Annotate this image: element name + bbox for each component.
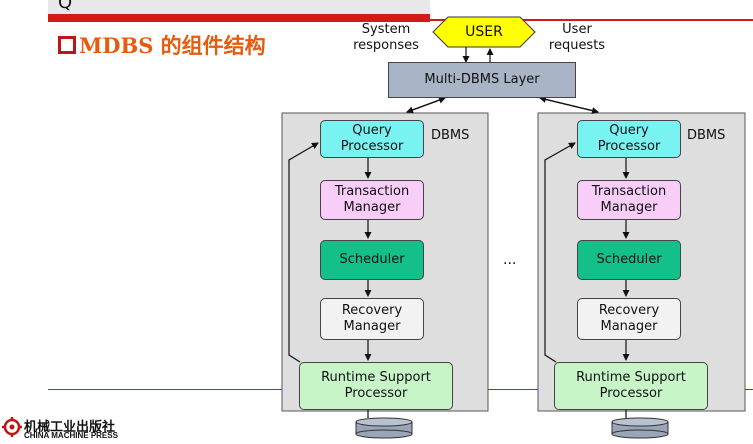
recovery-manager-label: Recovery Manager: [341, 303, 403, 334]
recovery-manager-label: Recovery Manager: [598, 303, 660, 334]
multi-dbms-layer-label: Multi-DBMS Layer: [424, 72, 540, 87]
scheduler-label: Scheduler: [596, 252, 662, 267]
multi-dbms-layer: Multi-DBMS Layer: [388, 62, 576, 98]
scheduler-label: Scheduler: [339, 252, 405, 267]
transaction-manager-label: Transaction Manager: [591, 184, 667, 215]
user-node: USER: [465, 24, 503, 40]
query-processor-label: Query Processor: [340, 123, 404, 154]
slide-title: MDBS 的组件结构: [58, 30, 266, 60]
runtime-support-processor: Runtime Support Processor: [299, 362, 453, 410]
query-processor: Query Processor: [320, 120, 424, 158]
publisher-logo: 机械工业出版社 CHINA MACHINE PRESS: [2, 417, 132, 444]
system-responses-label: System responses: [353, 22, 419, 53]
publisher-name-en: CHINA MACHINE PRESS: [24, 431, 118, 440]
recovery-manager: Recovery Manager: [320, 298, 424, 340]
scheduler: Scheduler: [577, 240, 681, 280]
transaction-manager: Transaction Manager: [577, 180, 681, 220]
dbms-label: DBMS: [431, 128, 470, 143]
user-requests-label: User requests: [548, 22, 606, 53]
runtime-support-processor: Runtime Support Processor: [554, 362, 708, 410]
database-cylinder-icon-right: [611, 417, 669, 439]
transaction-manager: Transaction Manager: [320, 180, 424, 220]
header-red-line: [430, 19, 753, 21]
transaction-manager-label: Transaction Manager: [334, 184, 410, 215]
corner-glyph: Q: [58, 0, 73, 13]
query-processor-label: Query Processor: [597, 123, 661, 154]
dbms-label: DBMS: [687, 128, 726, 143]
query-processor: Query Processor: [577, 120, 681, 158]
header-bar: [48, 0, 430, 14]
scheduler: Scheduler: [320, 240, 424, 280]
runtime-support-label: Runtime Support Processor: [321, 370, 431, 401]
more-dbms-ellipsis: ...: [503, 252, 517, 268]
square-bullet-icon: [58, 36, 76, 54]
recovery-manager: Recovery Manager: [577, 298, 681, 340]
slide-title-text: MDBS 的组件结构: [79, 33, 266, 58]
publisher-name-cn: 机械工业出版社: [24, 420, 116, 435]
header-red-bar: [48, 14, 430, 22]
database-cylinder-icon-left: [355, 417, 413, 439]
gear-logo-icon: [2, 417, 22, 437]
user-hexagon: [432, 16, 536, 48]
runtime-support-label: Runtime Support Processor: [576, 370, 686, 401]
